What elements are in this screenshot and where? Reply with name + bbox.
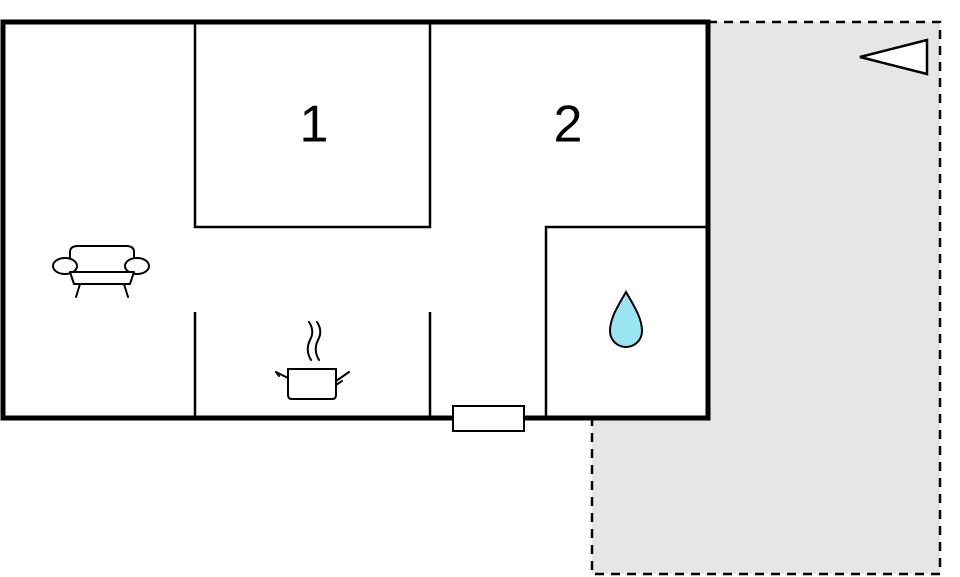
room-1-label: 1 bbox=[300, 96, 329, 154]
room-2-label: 2 bbox=[554, 96, 583, 154]
north-arrow-icon bbox=[859, 38, 929, 76]
cooking-pot-icon bbox=[275, 321, 350, 400]
door-mat-icon bbox=[452, 405, 525, 432]
interior-walls bbox=[193, 24, 706, 416]
water-drop-icon bbox=[608, 289, 644, 348]
terrace-area bbox=[590, 20, 942, 576]
outer-walls bbox=[0, 19, 711, 421]
sofa-icon bbox=[52, 245, 150, 298]
